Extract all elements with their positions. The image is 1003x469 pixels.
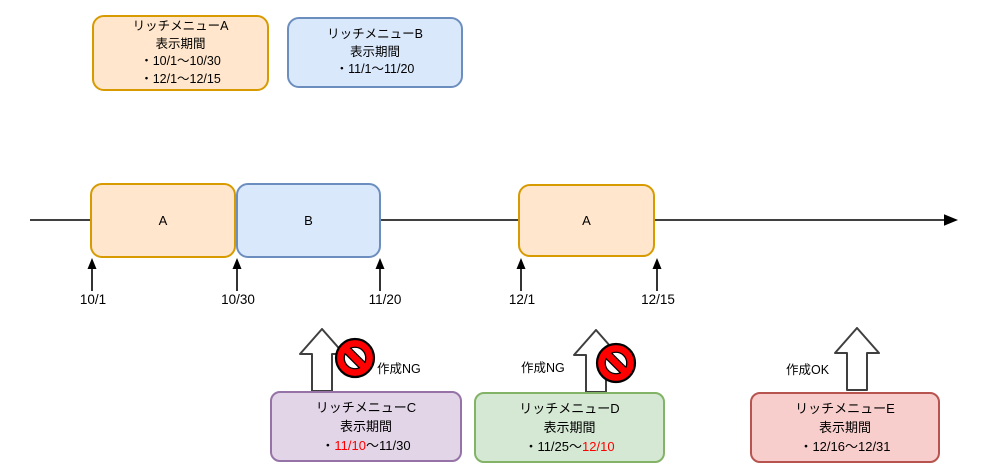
tick-label: 10/30 bbox=[221, 292, 255, 307]
annotation-label-ng: 作成NG bbox=[521, 361, 565, 375]
segment-label: B bbox=[304, 213, 313, 228]
legend-a-period: ・10/1～10/30 bbox=[140, 54, 221, 68]
menu-d-period: ・11/25～12/10 bbox=[524, 437, 614, 456]
period-segment: ・ bbox=[321, 438, 335, 453]
period-segment: ・12/16～12/31 bbox=[799, 439, 891, 454]
menu-box-e: リッチメニューE 表示期間 ・12/16～12/31 bbox=[750, 392, 940, 463]
segment-label: A bbox=[582, 213, 591, 228]
legend-a-title: リッチメニューA bbox=[132, 19, 229, 33]
tick-label: 12/15 bbox=[641, 292, 675, 307]
tick-label: 10/1 bbox=[79, 292, 107, 307]
menu-d-title: リッチメニューD bbox=[519, 401, 620, 416]
tick-arrow-icon bbox=[375, 258, 385, 291]
legend-box-menu-b: リッチメニューB 表示期間 ・11/1～11/20 bbox=[287, 17, 463, 88]
period-segment-highlight: 12/10 bbox=[582, 439, 615, 454]
timeline-segment-a1: A bbox=[90, 183, 236, 258]
tick-label: 11/20 bbox=[368, 292, 402, 307]
menu-c-period: ・11/10～11/30 bbox=[321, 436, 410, 455]
menu-c-subtitle: 表示期間 bbox=[339, 419, 392, 434]
legend-b-subtitle: 表示期間 bbox=[349, 44, 400, 59]
tick-arrow-icon bbox=[87, 258, 97, 291]
legend-box-menu-a: リッチメニューA 表示期間 ・10/1～10/30 ・12/1～12/15 bbox=[92, 15, 269, 91]
timeline-segment-a2: A bbox=[518, 184, 655, 257]
menu-e-title: リッチメニューE bbox=[795, 401, 895, 416]
period-segment: ・11/25～ bbox=[524, 439, 583, 454]
tick-arrow-icon bbox=[516, 258, 526, 291]
menu-box-d: リッチメニューD 表示期間 ・11/25～12/10 bbox=[474, 392, 665, 463]
tick-arrow-icon bbox=[232, 258, 242, 291]
segment-label: A bbox=[158, 213, 168, 228]
timeline-segment-b: B bbox=[236, 183, 381, 258]
menu-e-period: ・12/16～12/31 bbox=[799, 437, 890, 456]
legend-a-period: ・12/1～12/15 bbox=[140, 71, 221, 86]
no-entry-icon bbox=[595, 342, 637, 384]
period-segment-highlight: 11/10 bbox=[334, 438, 366, 453]
legend-b-title: リッチメニューB bbox=[327, 27, 423, 42]
menu-d-subtitle: 表示期間 bbox=[543, 420, 596, 435]
no-entry-icon bbox=[334, 337, 376, 379]
annotation-label-ng: 作成NG bbox=[377, 362, 421, 376]
tick-arrow-icon bbox=[652, 258, 662, 291]
menu-e-subtitle: 表示期間 bbox=[818, 420, 871, 435]
legend-b-period: ・11/1～11/20 bbox=[335, 62, 415, 77]
menu-c-title: リッチメニューC bbox=[315, 400, 417, 415]
legend-a-subtitle: 表示期間 bbox=[155, 36, 206, 51]
menu-box-c: リッチメニューC 表示期間 ・11/10～11/30 bbox=[270, 391, 462, 462]
tick-label: 12/1 bbox=[508, 292, 536, 307]
period-segment: ～11/30 bbox=[366, 438, 411, 453]
up-block-arrow-icon bbox=[834, 327, 880, 391]
annotation-label-ok: 作成OK bbox=[786, 363, 830, 377]
